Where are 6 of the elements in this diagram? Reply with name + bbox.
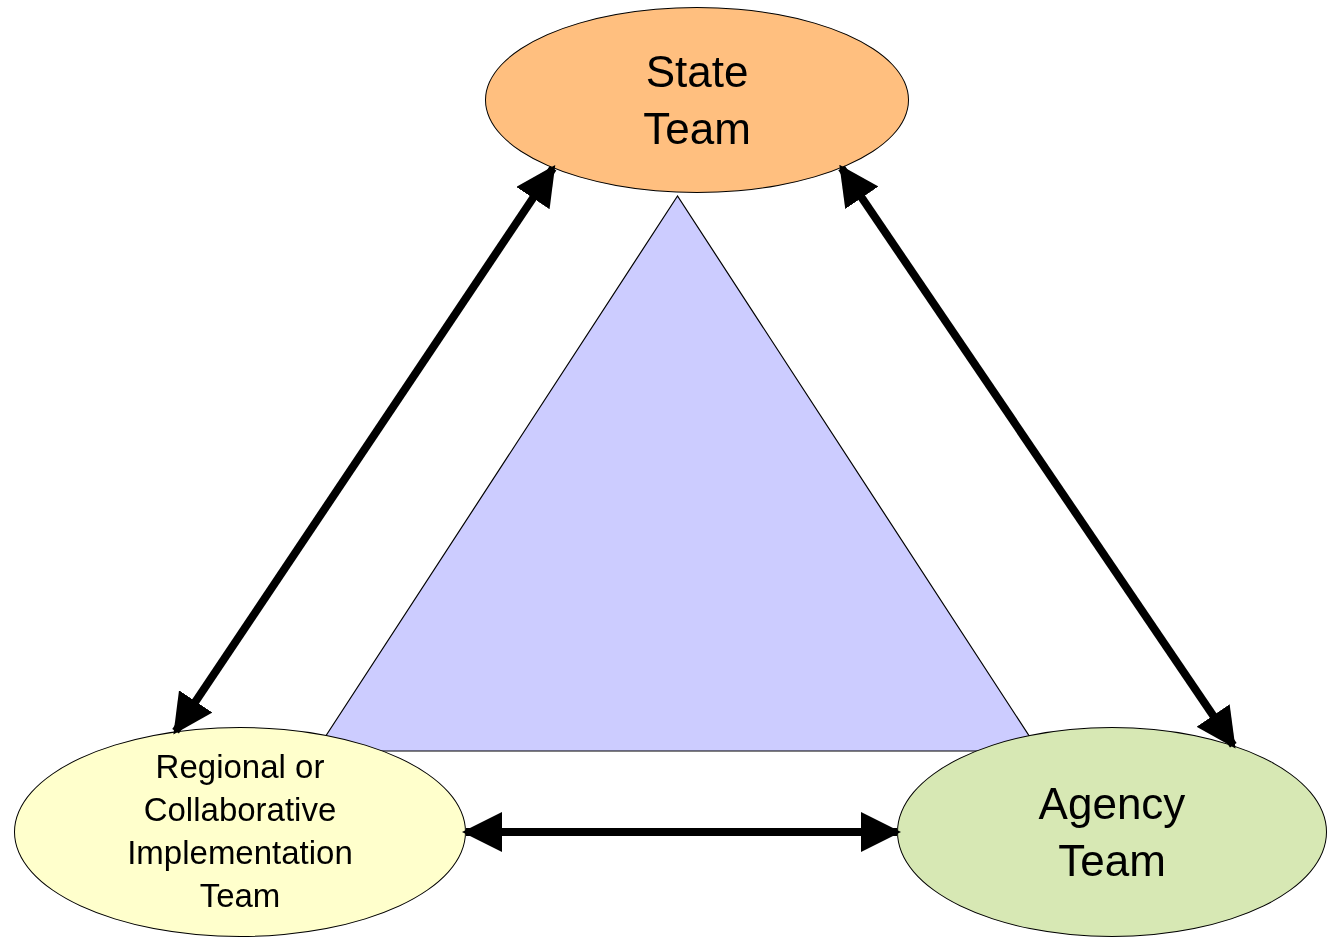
node-label: Regional or Collaborative Implementation Team <box>126 747 354 916</box>
double-arrow <box>462 812 901 852</box>
node-label: Agency Team <box>1037 777 1187 887</box>
double-arrow <box>172 164 557 735</box>
node-label: State Team <box>642 45 752 155</box>
double-arrow <box>838 164 1237 749</box>
